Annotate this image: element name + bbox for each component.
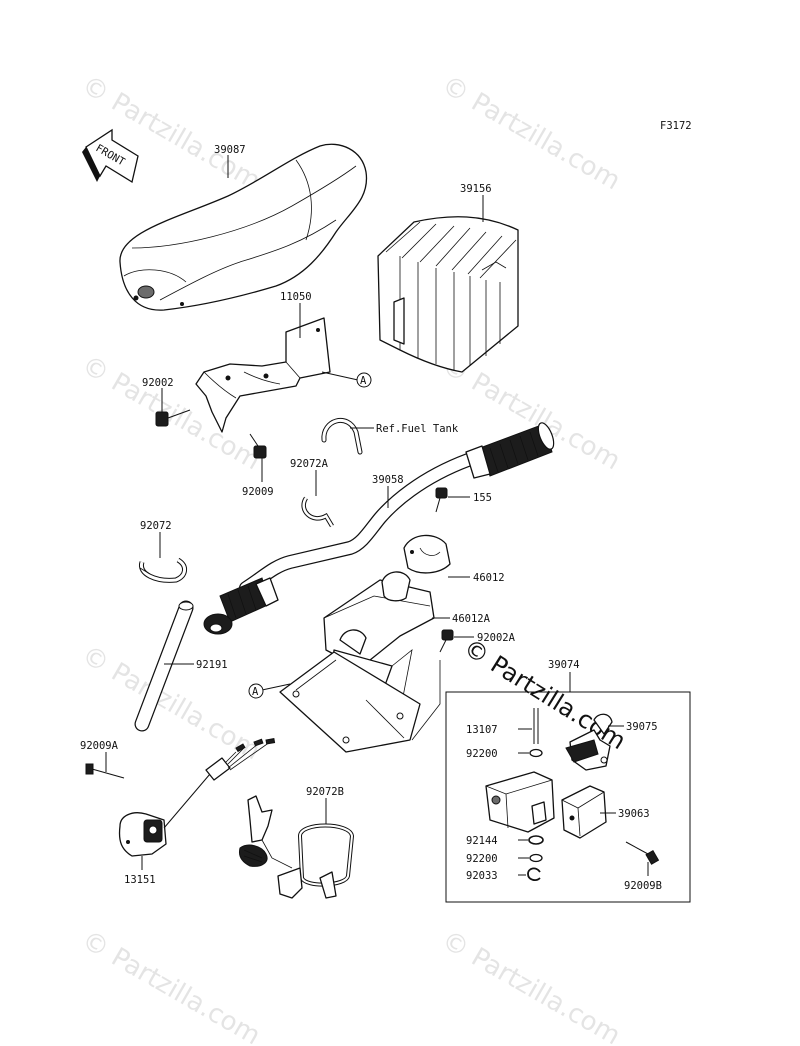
part-92009B-screw	[625, 841, 660, 865]
label-39075: 39075	[626, 721, 658, 733]
part-39063-cover	[561, 785, 607, 839]
watermark-layer: © Partzilla.com © Partzilla.com © Partzi…	[77, 70, 626, 1046]
label-92033: 92033	[466, 870, 498, 882]
label-39156: 39156	[460, 183, 492, 195]
part-13151-switch	[118, 738, 276, 857]
fuel-tank-hose-ref	[321, 418, 363, 455]
part-92072-clamp	[139, 557, 187, 583]
label-92144: 92144	[466, 835, 498, 847]
label-92009: 92009	[242, 486, 274, 498]
label-11050: 11050	[280, 291, 312, 303]
part-46012A-holder	[279, 571, 435, 753]
part-92191-hose	[134, 600, 194, 732]
right-grip	[465, 422, 555, 479]
label-92072B: 92072B	[306, 786, 344, 798]
part-92144-nut	[528, 835, 544, 845]
part-46012-cap	[403, 534, 451, 574]
part-92002A-bolt	[439, 629, 454, 653]
part-92072A-clamp	[301, 496, 334, 528]
figure-code: F3172	[660, 120, 692, 132]
watermark: © Partzilla.com	[77, 925, 266, 1046]
label-ref-fuel-tank: Ref.Fuel Tank	[376, 423, 459, 435]
throttle-housing	[485, 771, 555, 833]
label-92002A: 92002A	[477, 632, 516, 644]
label-46012A: 46012A	[452, 613, 491, 625]
callout-a-bottom: A	[252, 686, 259, 698]
part-92200-washer	[529, 748, 543, 758]
label-13151: 13151	[124, 874, 156, 886]
part-92200-washer-lower	[529, 853, 543, 863]
label-46012: 46012	[473, 572, 505, 584]
label-92072: 92072	[140, 520, 172, 532]
part-39156-boot	[377, 216, 519, 373]
part-155-bolt	[435, 487, 448, 513]
label-39063: 39063	[618, 808, 650, 820]
part-39075-lever	[565, 713, 613, 771]
watermark: © Partzilla.com	[77, 70, 266, 196]
watermark: © Partzilla.com	[437, 925, 626, 1046]
label-39087: 39087	[214, 144, 246, 156]
part-92009-bolt	[249, 433, 267, 459]
part-11050-bracket	[195, 317, 331, 433]
label-92191: 92191	[196, 659, 228, 671]
part-39058-handlebar	[239, 453, 475, 595]
front-arrow-icon: FRONT	[82, 128, 139, 184]
left-grip	[203, 577, 279, 635]
callout-a-top: A	[360, 375, 367, 387]
watermark: © Partzilla.com	[437, 70, 626, 196]
label-155: 155	[473, 492, 492, 504]
label-92002: 92002	[142, 377, 174, 389]
label-92009A: 92009A	[80, 740, 119, 752]
label-39074: 39074	[548, 659, 580, 671]
assembly-39074-box	[445, 691, 691, 903]
label-92200-a: 92200	[466, 748, 498, 760]
part-39087-cover	[119, 143, 368, 311]
part-92009A-screw	[85, 763, 125, 779]
part-92033-circlip	[527, 867, 541, 881]
label-92072A: 92072A	[290, 458, 329, 470]
label-39058: 39058	[372, 474, 404, 486]
watermark-center: © Partzilla.com	[459, 633, 631, 755]
part-92072B-clip	[239, 795, 355, 899]
label-92009B: 92009B	[624, 880, 662, 892]
label-92200-b: 92200	[466, 853, 498, 865]
label-13107: 13107	[466, 724, 498, 736]
